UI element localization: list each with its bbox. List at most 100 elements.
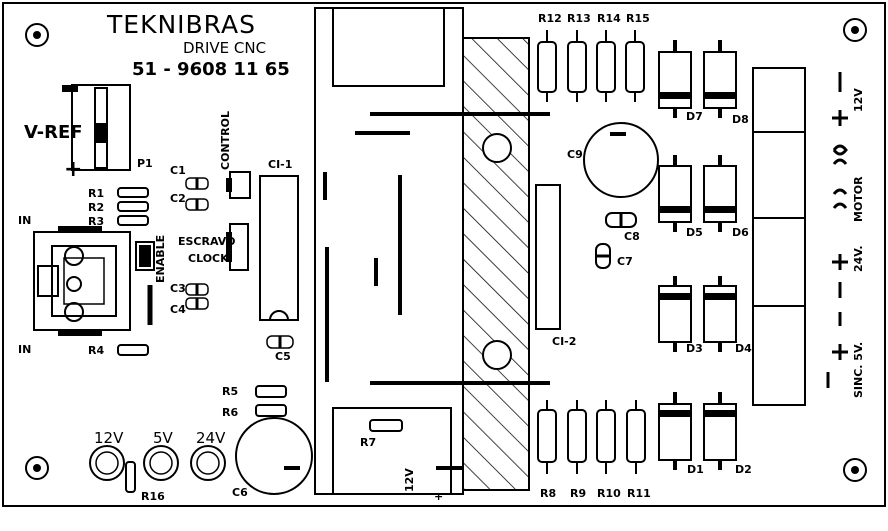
resistor-r6 [255,404,287,417]
control-pin [226,178,232,192]
heatsink-hatched [462,37,530,491]
capacitor-c2 [185,198,209,211]
led-24v [190,445,226,481]
heatsink-screw-top [482,133,512,163]
d5-label: D5 [686,226,703,239]
escravo-label: ESCRAVO [178,235,235,248]
phone-number: 51 - 9608 11 65 [132,59,290,80]
r11-label: R11 [627,487,651,500]
diode-d8 [703,40,737,118]
led-24v-label: 24V [196,429,226,447]
resistor-r4 [117,344,149,356]
d7-label: D7 [686,110,703,123]
r4-label: R4 [88,344,104,357]
r6-label: R6 [222,406,238,419]
led-12v-label: 12V [94,429,124,447]
input-connector [33,226,131,336]
resistor-r8 [537,400,557,474]
control-label: CONTROL [219,111,232,170]
resistor-r10 [596,400,616,474]
mounting-hole-bottom-left [25,456,49,480]
resistor-r7 [369,419,403,432]
brand-title: TEKNIBRAS [106,10,256,39]
clock-label: CLOCK [188,252,229,265]
board-outline [2,2,886,507]
escravo-pin [226,232,232,262]
r3-label: R3 [88,215,104,228]
capacitor-c1 [185,177,209,190]
terminal-block [752,67,806,406]
r2-label: R2 [88,201,104,214]
capacitor-c5 [266,335,294,349]
d3-label: D3 [686,342,703,355]
resistor-r15 [625,30,645,102]
capacitor-c6 [235,417,313,495]
enable-jumper [135,241,155,271]
d8-label: D8 [732,113,749,126]
r16-label: R16 [141,490,165,503]
ic-ci1 [259,175,299,321]
enable-jumper-fill [139,245,151,267]
v12-bottom-label: 12V [403,468,416,492]
led-5v-label: 5V [153,429,174,447]
product-name: DRIVE CNC [183,39,266,57]
c6-label: C6 [232,486,248,499]
resistor-r13 [567,30,587,102]
ic-ci2 [535,184,561,330]
resistor-r11 [626,400,646,474]
resistor-r16 [125,461,136,493]
diode-d5 [658,155,692,232]
d4-label: D4 [735,342,752,355]
diode-d4 [703,276,737,352]
resistor-r5 [255,385,287,398]
ci1-label: CI-1 [268,158,292,171]
r10-label: R10 [597,487,621,500]
diode-d6 [703,155,737,232]
terminal-markings [826,72,848,388]
capacitor-c9 [583,122,659,198]
resistor-r3 [117,215,149,226]
in-bottom-label: IN [18,343,31,356]
plus-sign-bottom: + [434,490,443,503]
plus-sign: + [64,157,82,182]
capacitor-c4 [185,297,209,310]
c1-label: C1 [170,164,186,177]
r9-label: R9 [570,487,586,500]
term-motor-label: MOTOR [852,176,865,222]
r12-label: R12 [538,12,562,25]
resistor-r1 [117,187,149,198]
resistor-r12 [537,30,557,102]
mounting-hole-top-right [843,18,867,42]
c5-label: C5 [275,350,291,363]
mounting-hole-bottom-right [843,458,867,482]
control-connector [229,171,251,199]
potentiometer-p1 [62,84,131,171]
r13-label: R13 [567,12,591,25]
c7-label: C7 [617,255,633,268]
term-24v-label: 24V. [852,245,865,272]
c2-label: C2 [170,192,186,205]
in-top-label: IN [18,214,31,227]
vref-label: V-REF [24,122,83,143]
capacitor-c8 [605,212,637,228]
c9-label: C9 [567,148,583,161]
term-12v-label: 12V [852,88,865,112]
led-5v [143,445,179,481]
resistor-r9 [567,400,587,474]
resistor-r14 [596,30,616,102]
p1-label: P1 [137,157,153,170]
c8-label: C8 [624,230,640,243]
ic-ci1-notch [269,310,289,321]
term-sinc-label: SINC. 5V. [852,342,865,398]
d2-label: D2 [735,463,752,476]
ci2-label: CI-2 [552,335,576,348]
r7-label: R7 [360,436,376,449]
c3-label: C3 [170,282,186,295]
c4-label: C4 [170,303,186,316]
diode-d7 [658,40,692,118]
enable-label: ENABLE [154,235,167,283]
r14-label: R14 [597,12,621,25]
r8-label: R8 [540,487,556,500]
mounting-hole-top-left [25,23,49,47]
